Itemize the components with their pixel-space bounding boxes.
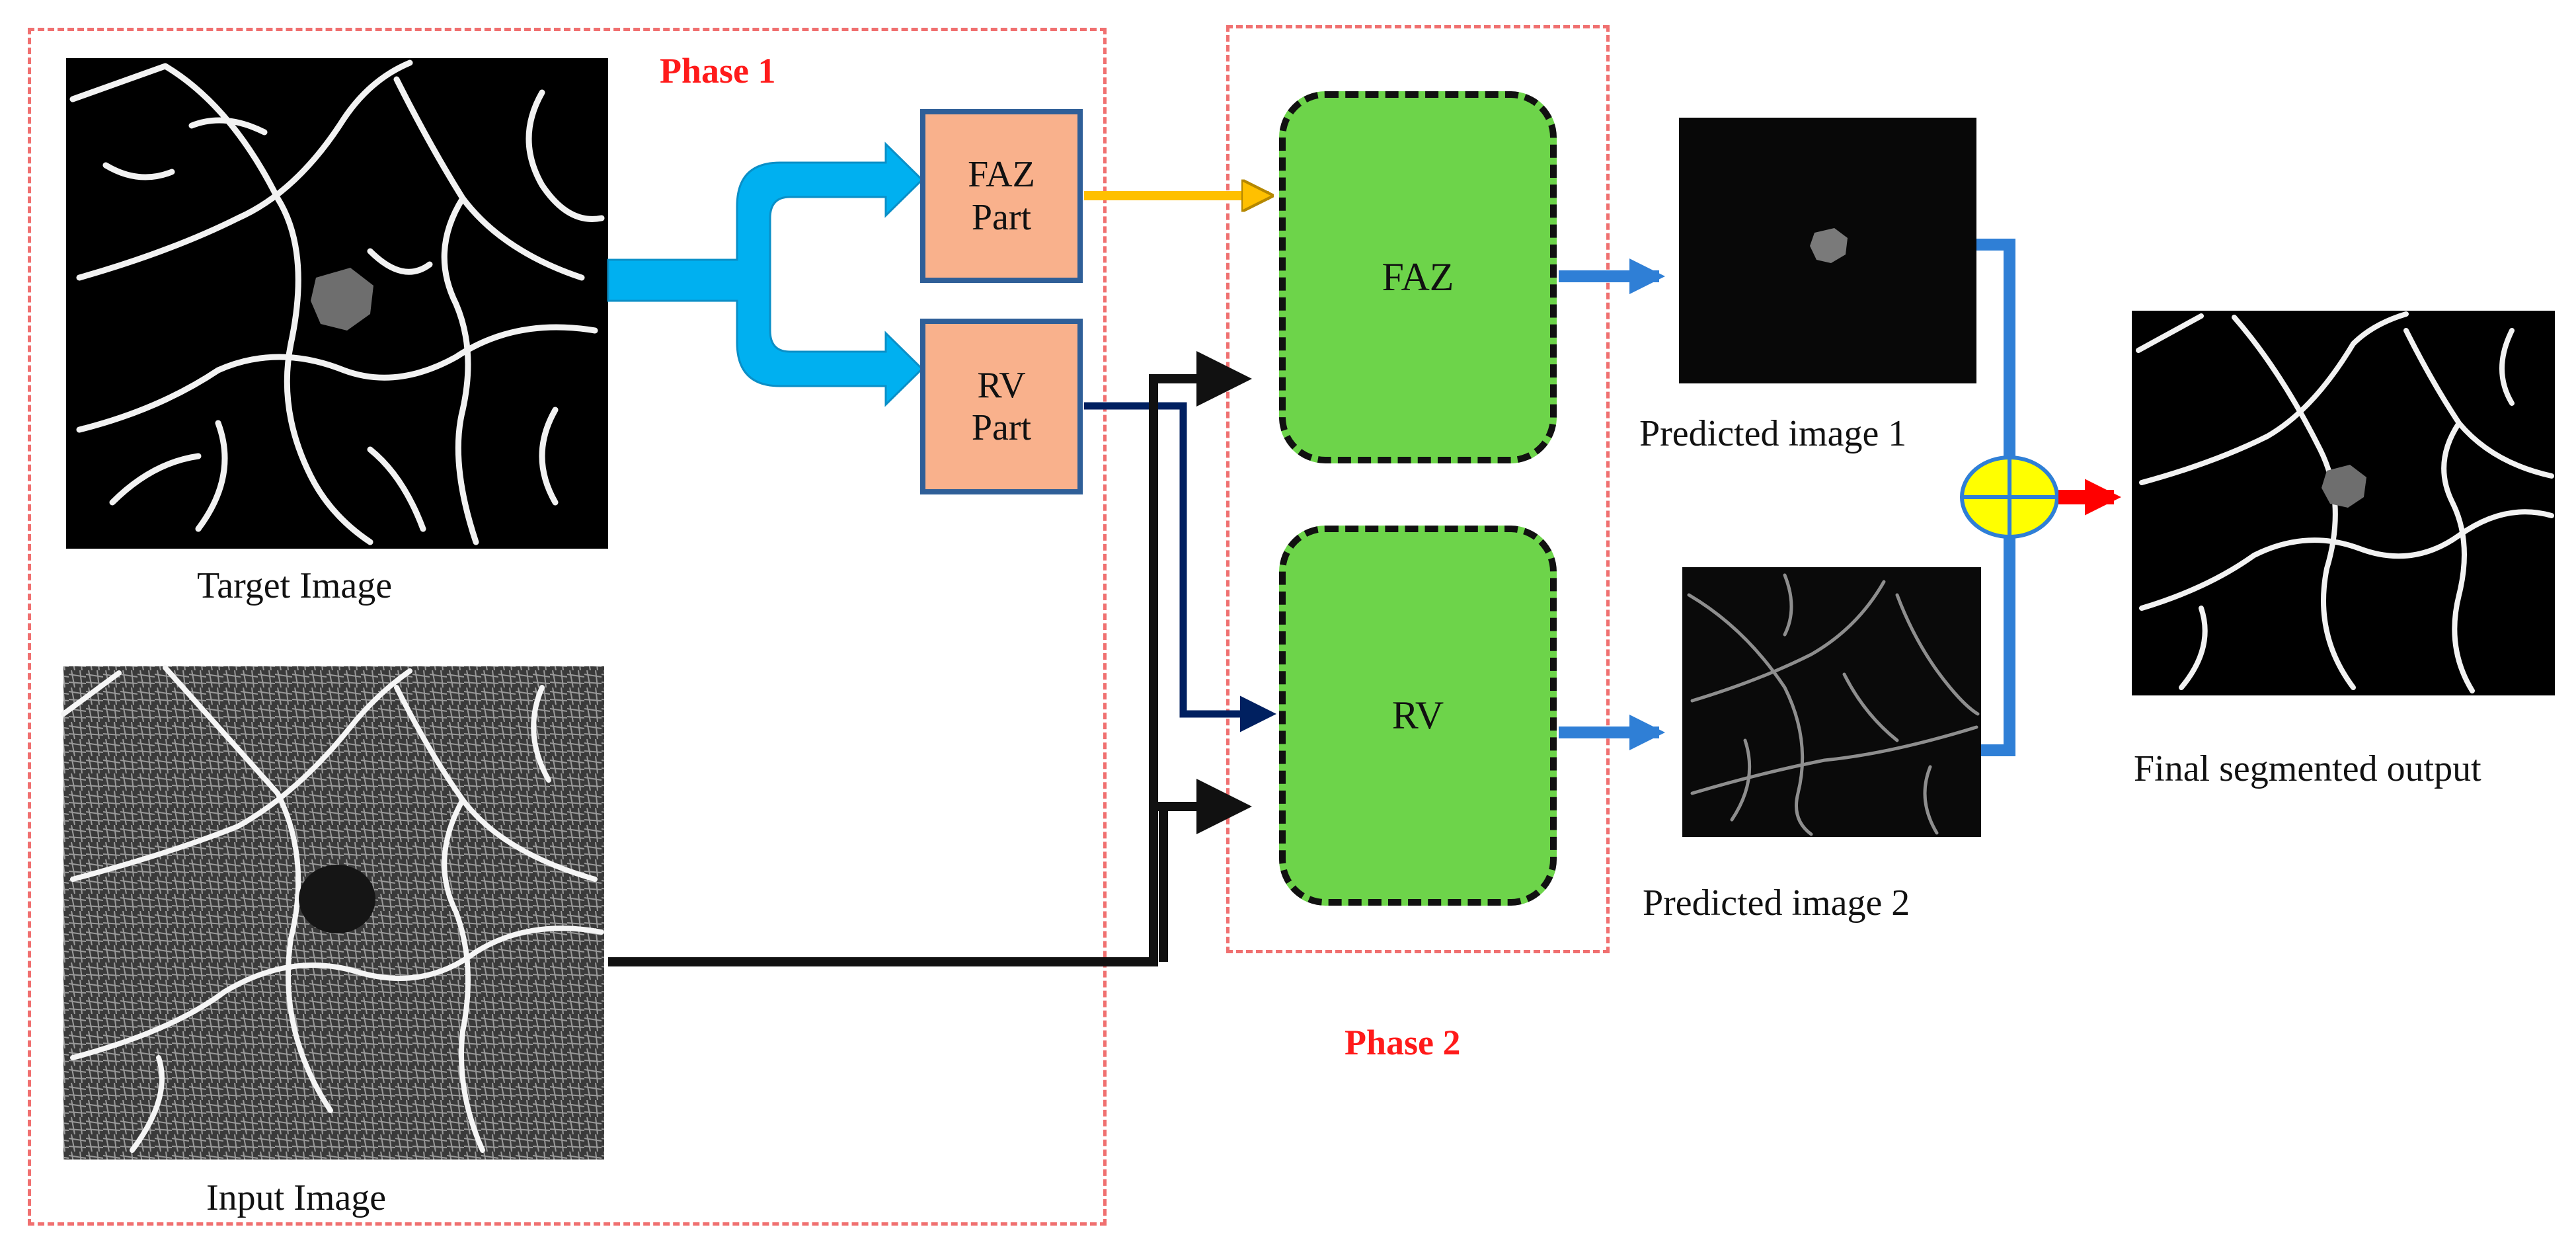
- rv-part-line2: Part: [971, 407, 1032, 448]
- final-output-image: [2132, 311, 2555, 695]
- predicted-image-1: [1679, 118, 1976, 383]
- rv-part-line1: RV: [977, 364, 1026, 406]
- phase2-label: Phase 2: [1345, 1023, 1461, 1062]
- phase1-label: Phase 1: [660, 51, 776, 91]
- target-image: [66, 58, 608, 549]
- faz-part-line2: Part: [971, 196, 1032, 238]
- phase2-region: [1226, 25, 1610, 953]
- faz-part-box: FAZ Part: [920, 109, 1083, 283]
- input-image: [61, 665, 604, 1160]
- split-arrow: [607, 141, 924, 407]
- target-image-caption: Target Image: [197, 565, 393, 606]
- predicted-image-2-caption: Predicted image 2: [1643, 883, 1910, 924]
- faz-model-label: FAZ: [1382, 255, 1454, 299]
- rv-part-arrow: [1084, 402, 1276, 732]
- input-image-caption: Input Image: [206, 1177, 387, 1218]
- rv-model-box: RV: [1279, 526, 1557, 906]
- predicted-image-1-caption: Predicted image 1: [1639, 413, 1907, 454]
- input-to-faz-arrow: [608, 351, 1252, 966]
- phase1-region: [28, 28, 1107, 1226]
- predicted-image-2: [1682, 567, 1981, 837]
- faz-model-box: FAZ: [1279, 91, 1557, 463]
- final-output-caption: Final segmented output: [2134, 748, 2481, 789]
- rv-model-label: RV: [1391, 693, 1444, 737]
- rv-part-box: RV Part: [920, 319, 1083, 494]
- combine-node: [1960, 455, 2059, 539]
- faz-part-line1: FAZ: [968, 154, 1035, 196]
